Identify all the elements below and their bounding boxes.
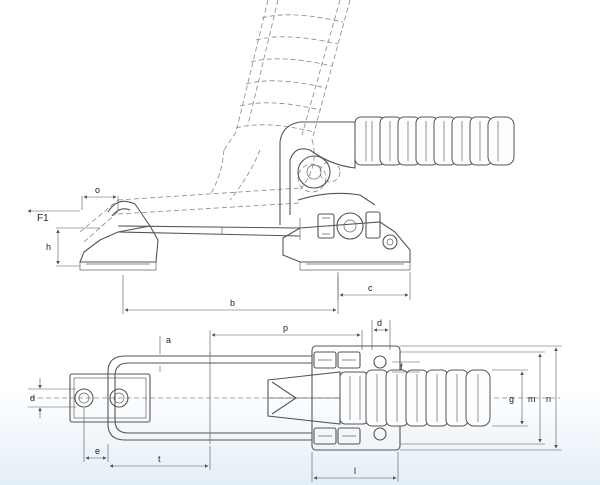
dim-c: c (337, 272, 411, 300)
dim-n: n (400, 345, 562, 451)
top-handle-grip (339, 369, 491, 427)
label-e: e (95, 446, 100, 456)
dim-d-left: d (28, 378, 76, 418)
side-view: F1 o h b c (27, 0, 515, 314)
strike-plate (69, 373, 151, 423)
label-n: n (546, 394, 551, 404)
dim-a: a (159, 335, 196, 372)
label-g: g (509, 394, 514, 404)
label-c: c (368, 283, 373, 293)
label-t: t (158, 454, 161, 464)
dim-f: f (392, 361, 420, 373)
dim-e: e (83, 408, 109, 462)
label-d-top: d (377, 318, 382, 328)
dim-h: h (46, 227, 100, 267)
tension-rod (117, 218, 301, 240)
label-a: a (166, 335, 171, 345)
dim-m: m (400, 351, 545, 445)
strike-hook (79, 200, 159, 271)
handle-grip (354, 116, 515, 166)
label-l: l (354, 466, 356, 476)
handle-body (279, 121, 376, 225)
dim-t: t (109, 446, 211, 470)
dim-b: b (122, 275, 339, 314)
dim-p: p (209, 323, 363, 354)
label-h: h (46, 242, 51, 252)
dim-d-top: d (371, 318, 391, 350)
label-p: p (283, 323, 288, 333)
open-handle-phantom (79, 0, 351, 243)
u-bolt (107, 352, 312, 444)
label-b: b (230, 298, 235, 308)
lever-arm (267, 371, 341, 425)
top-view: a p d f d g (28, 318, 562, 482)
dim-g: g (492, 369, 528, 427)
label-o: o (95, 185, 100, 195)
label-d-left: d (30, 393, 35, 403)
dim-f1: F1 (27, 209, 80, 224)
label-f1: F1 (37, 213, 49, 224)
base-plate (282, 211, 411, 271)
label-m: m (528, 394, 536, 404)
dim-o: o (81, 185, 119, 210)
dim-l: l (311, 452, 399, 482)
label-f: f (400, 362, 403, 372)
